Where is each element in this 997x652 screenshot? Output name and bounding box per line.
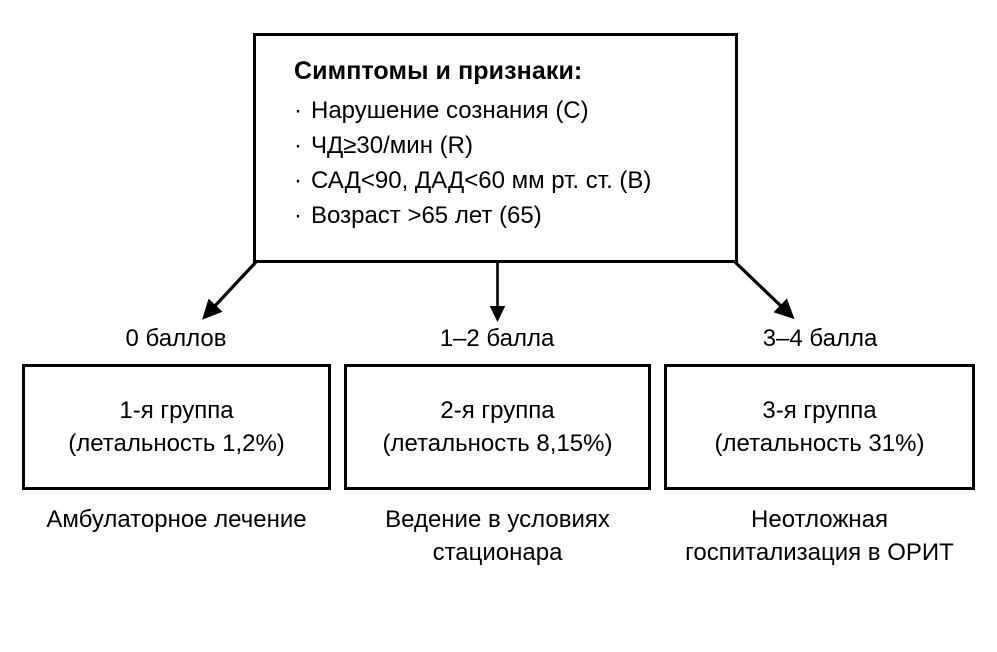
caption-branch-2: Неотложная госпитализация в ОРИТ bbox=[685, 506, 954, 566]
criteria-item-age: · Возраст >65 лет (65) bbox=[294, 198, 735, 233]
group-mortality: (летальность 1,2%) bbox=[68, 430, 285, 457]
arrow-to-branch-2 bbox=[733, 260, 795, 320]
group-mortality: (летальность 8,15%) bbox=[382, 430, 613, 457]
group-name: 2-я группа bbox=[440, 397, 555, 424]
bullet-icon: · bbox=[294, 167, 302, 194]
group-box-branch-0: 1-я группа (летальность 1,2%) bbox=[22, 364, 331, 490]
score-label-branch-0: 0 баллов bbox=[125, 325, 227, 352]
bullet-icon: · bbox=[294, 97, 302, 124]
caption-branch-0: Амбулаторное лечение bbox=[46, 506, 307, 533]
bullet-icon: · bbox=[294, 132, 302, 159]
group-box-branch-2: 3-я группа (летальность 31%) bbox=[664, 364, 975, 490]
bullet-icon: · bbox=[294, 202, 302, 229]
group-name: 3-я группа bbox=[762, 397, 877, 424]
criteria-item-label: Возраст >65 лет (65) bbox=[311, 202, 542, 229]
group-name: 1-я группа bbox=[119, 397, 234, 424]
criteria-item-consciousness: · Нарушение сознания (C) bbox=[294, 93, 735, 128]
criteria-item-respiratory-rate: · ЧД≥30/мин (R) bbox=[294, 128, 735, 163]
criteria-box-content: Симптомы и признаки: · Нарушение сознани… bbox=[256, 36, 735, 233]
criteria-list: · Нарушение сознания (C) · ЧД≥30/мин (R)… bbox=[294, 93, 735, 233]
score-label-branch-2: 3–4 балла bbox=[762, 325, 878, 352]
group-mortality: (летальность 31%) bbox=[714, 430, 925, 457]
criteria-item-label: САД<90, ДАД<60 мм рт. ст. (B) bbox=[311, 167, 652, 194]
group-box-branch-1: 2-я группа (летальность 8,15%) bbox=[344, 364, 651, 490]
criteria-item-blood-pressure: · САД<90, ДАД<60 мм рт. ст. (B) bbox=[294, 163, 735, 198]
criteria-item-label: Нарушение сознания (C) bbox=[311, 97, 589, 124]
criteria-box: Симптомы и признаки: · Нарушение сознани… bbox=[253, 33, 738, 263]
caption-branch-1: Ведение в условиях стационара bbox=[385, 506, 610, 566]
score-label-branch-1: 1–2 балла bbox=[439, 325, 555, 352]
criteria-heading: Симптомы и признаки: bbox=[294, 57, 583, 85]
criteria-item-label: ЧД≥30/мин (R) bbox=[311, 132, 473, 159]
arrow-to-branch-0 bbox=[202, 260, 258, 320]
